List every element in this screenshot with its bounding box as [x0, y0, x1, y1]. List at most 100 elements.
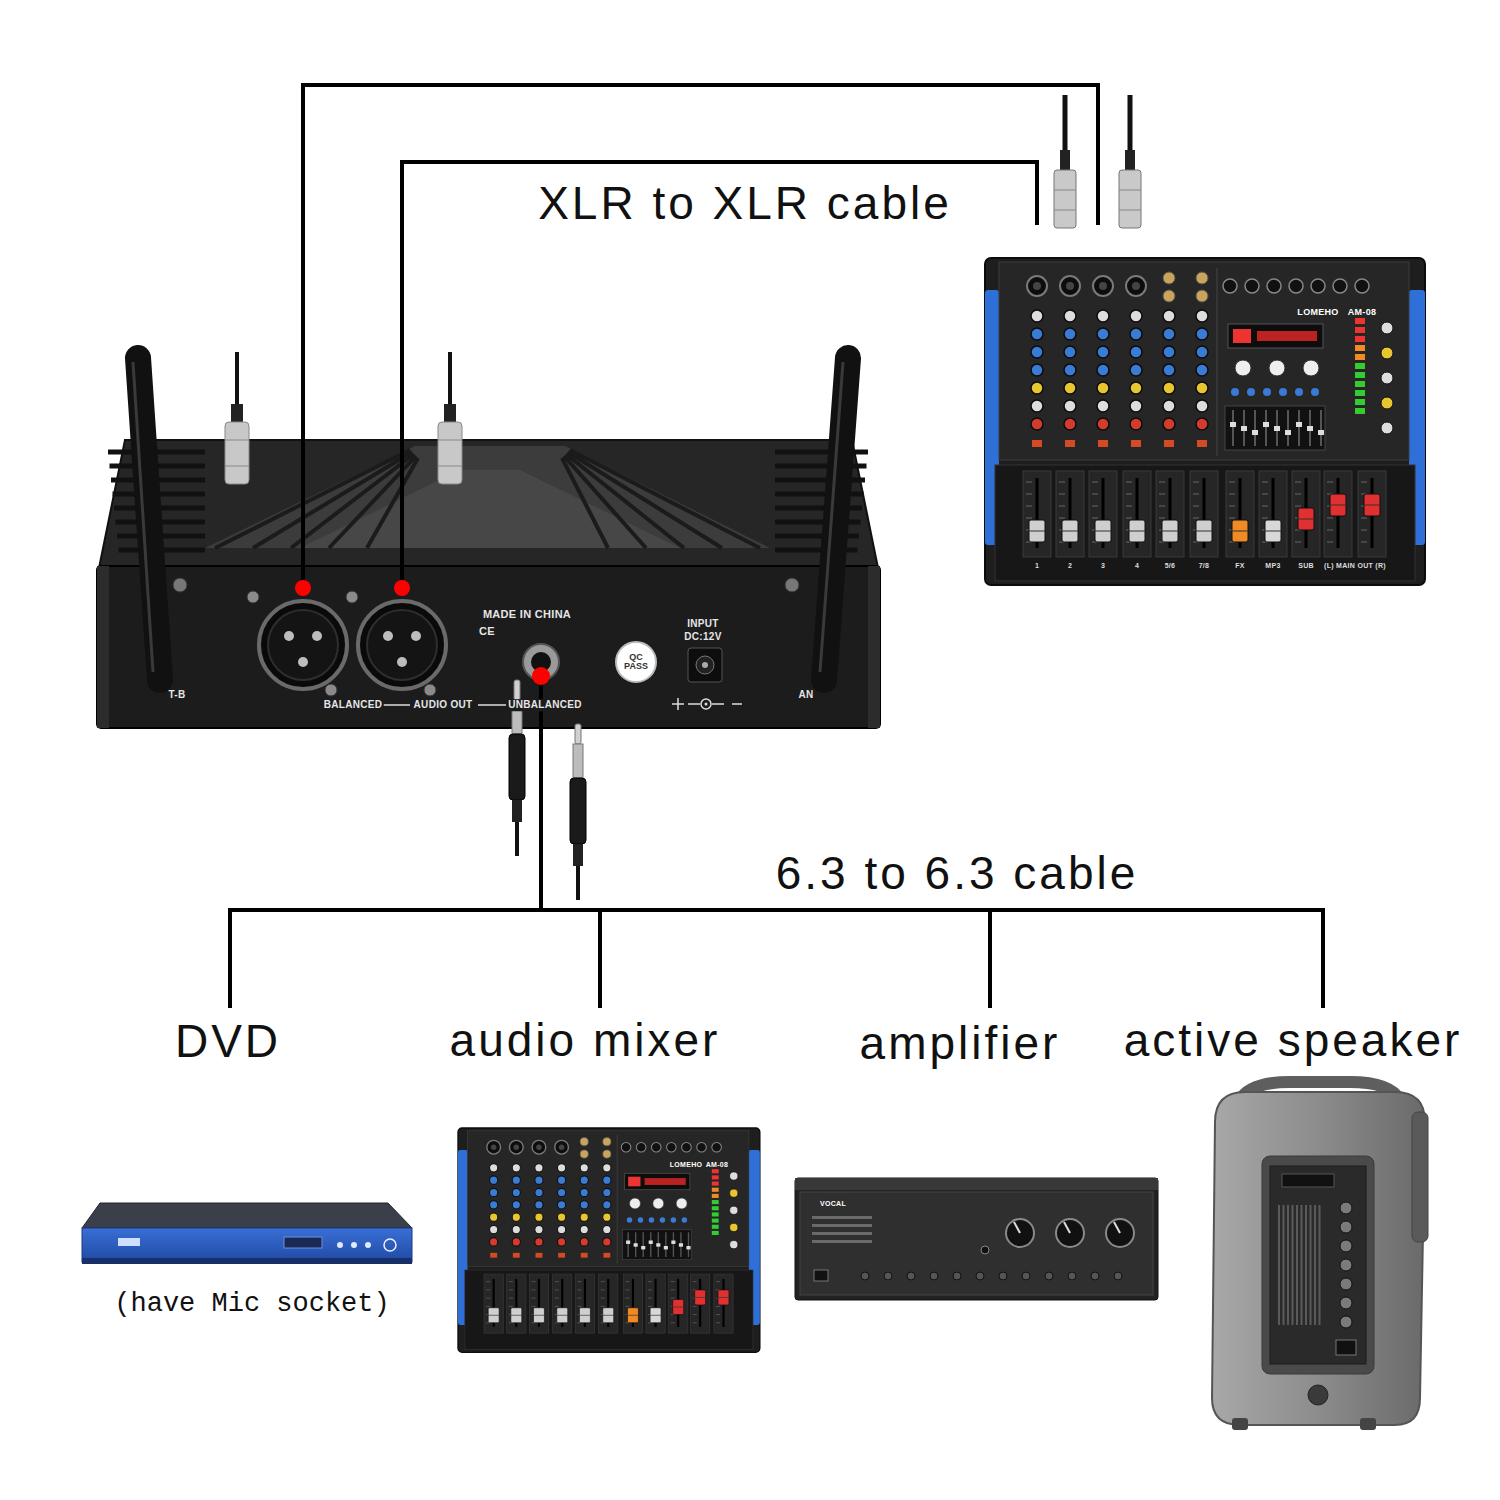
fader-tick [1229, 482, 1235, 483]
eq-slot [643, 1232, 644, 1257]
speaker-illustration [1212, 1082, 1428, 1430]
fader-tick [1361, 518, 1367, 519]
panel-label: BALANCED [323, 699, 384, 711]
qc-sticker-label: QC PASS [620, 653, 652, 671]
fader-cap-line [1129, 531, 1145, 532]
mixer-knob [557, 1238, 565, 1246]
fader-tick [1026, 482, 1032, 483]
fader-cap-line [488, 1315, 499, 1316]
fader-tick [1361, 482, 1367, 483]
mixer-knob [490, 1238, 498, 1246]
fader-cap [650, 1308, 661, 1323]
dvd-button [351, 1242, 357, 1248]
vu-segment [1355, 327, 1365, 333]
fader-tick [1059, 518, 1065, 519]
fader-tick [555, 1289, 559, 1290]
label-dash [478, 704, 506, 706]
eq-cap [664, 1246, 668, 1249]
channel-label: MP3 [1264, 562, 1281, 570]
mixer-knob [1130, 346, 1142, 358]
amplifier-knob [1106, 1219, 1134, 1247]
power-switch [814, 1270, 828, 1281]
fader-cap [1265, 520, 1281, 542]
vu-segment [712, 1169, 719, 1173]
fader-tick [555, 1281, 559, 1282]
mixer-knob [490, 1201, 498, 1209]
mixer-knob [490, 1213, 498, 1221]
channel-label: 7/8 [1198, 562, 1211, 570]
mixer-knob [1235, 360, 1251, 376]
mixer-button [490, 1253, 497, 1258]
mixer-knob [1130, 400, 1142, 412]
fader-tick [1295, 494, 1301, 495]
connection-dot [295, 580, 311, 596]
mixer-knob [557, 1213, 565, 1221]
eq-cap [679, 1243, 683, 1246]
cable-label: 6.3 to 6.3 cable [774, 847, 1141, 900]
feature-text-line [812, 1224, 872, 1227]
panel-label: AM-08 [705, 1161, 730, 1169]
fader-cap [557, 1308, 568, 1323]
fader-tick [577, 1306, 581, 1307]
mixer-knob [1295, 388, 1303, 396]
output-jack [712, 1142, 722, 1152]
input-jack [1126, 276, 1146, 296]
mixer-knob [1130, 310, 1142, 322]
plug-body [509, 734, 525, 800]
mixer-knob [671, 1217, 676, 1222]
panel-label: AM-08 [1347, 307, 1378, 317]
receiver-mesh [300, 470, 680, 548]
fader-plate [553, 1274, 572, 1333]
mixer-knob [490, 1164, 498, 1172]
cable-connector [541, 727, 600, 1008]
fader-tick [716, 1314, 720, 1315]
qc-sticker [616, 642, 656, 682]
eq-cap [671, 1241, 675, 1244]
fader-plate [1156, 471, 1184, 557]
speaker-knob [1340, 1240, 1352, 1252]
mixer-knob [490, 1225, 498, 1233]
fader-tick [1193, 518, 1199, 519]
output-jack [621, 1142, 631, 1152]
channel-label: 1 [1034, 562, 1040, 570]
strain-relief [1060, 150, 1070, 172]
mixer-knob [535, 1201, 543, 1209]
xlr-jack-insert [367, 610, 437, 680]
eq-cap [1318, 430, 1324, 435]
dvd-top [82, 1203, 412, 1228]
heatsink-fin [1278, 1205, 1280, 1325]
fader-tick [1092, 518, 1098, 519]
fader-tick [509, 1289, 513, 1290]
fader-tick [486, 1289, 490, 1290]
eq-slot [1320, 410, 1322, 446]
vu-segment [1355, 318, 1365, 324]
fader-plate [1023, 471, 1051, 557]
panel-label: AUDIO OUT [413, 699, 474, 711]
fader-cap-line [673, 1307, 684, 1308]
mixer-button [1098, 440, 1108, 447]
mixer-button [513, 1253, 520, 1258]
speaker-knob [1340, 1221, 1352, 1233]
eq-cap [634, 1243, 638, 1246]
mixer-knob [557, 1176, 565, 1184]
fader-tick [625, 1298, 629, 1299]
input-jack [1060, 276, 1080, 296]
xlr-jack [259, 601, 347, 689]
xlr-pin [284, 631, 294, 641]
panel-label: CE [478, 625, 496, 638]
output-jack [1289, 279, 1303, 293]
mixer-button [536, 1253, 543, 1258]
fader-cap [533, 1308, 544, 1323]
fader-tick [1327, 482, 1333, 483]
fader-tick [1295, 542, 1301, 543]
device-note: (have Mic socket) [113, 1289, 390, 1320]
fader-tick [1059, 506, 1065, 507]
plug-ridge [438, 440, 462, 441]
fader-tick [1295, 506, 1301, 507]
fader-tick [1193, 506, 1199, 507]
xlr-plug-body [438, 422, 462, 484]
mixer-knob [603, 1201, 611, 1209]
mixer-knob [1097, 400, 1109, 412]
input-jack [603, 1150, 611, 1158]
xlr-plug-body [1119, 170, 1141, 228]
